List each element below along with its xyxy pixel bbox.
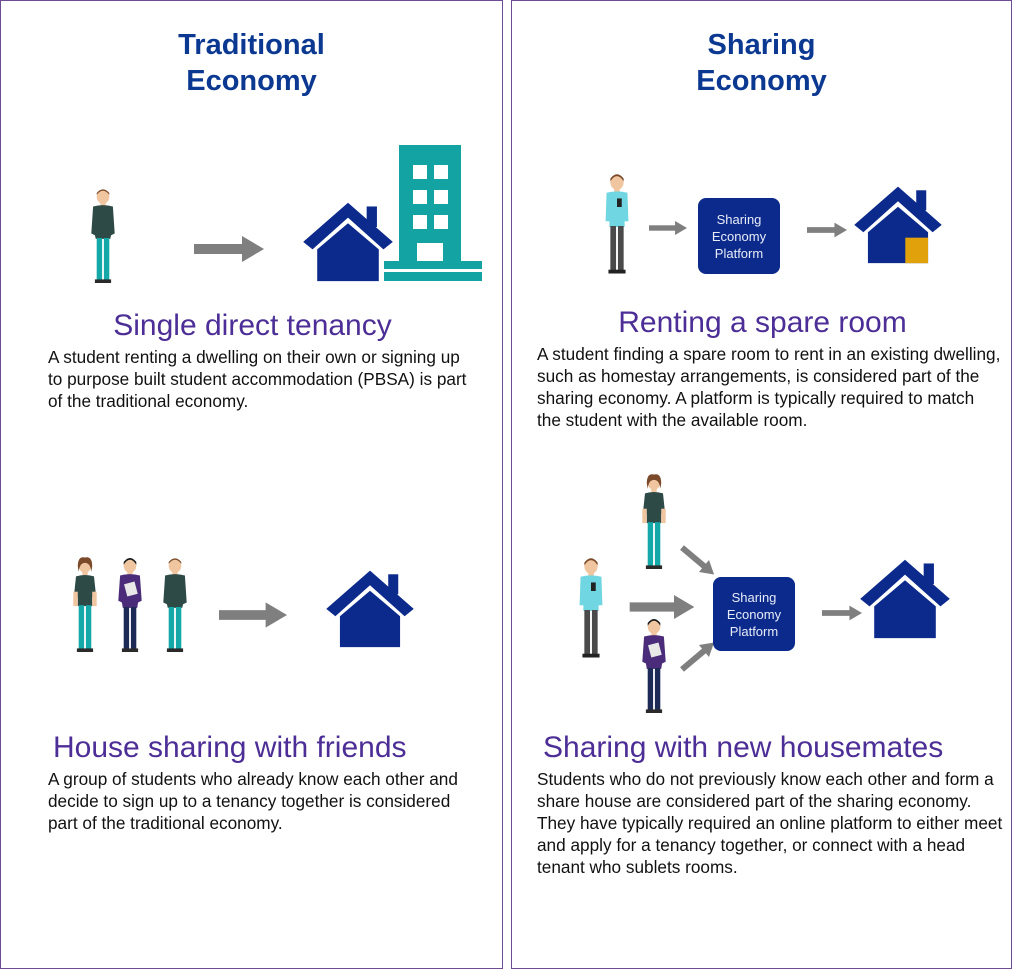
traditional-economy-panel: Traditional Economy Single direct tenanc… xyxy=(0,0,503,969)
arrow-icon xyxy=(629,595,695,619)
person-icon xyxy=(163,558,187,652)
platform-label-line-2: Economy xyxy=(726,606,782,622)
sharing-economy-platform-box: Sharing Economy Platform xyxy=(698,198,780,274)
person-icon xyxy=(642,618,666,713)
person-icon xyxy=(642,474,666,569)
section-heading-single-direct-tenancy: Single direct tenancy xyxy=(113,309,392,342)
traditional-economy-title: Traditional Economy xyxy=(1,27,502,99)
platform-label-line-2: Economy xyxy=(711,228,767,244)
arrow-icon xyxy=(194,236,264,262)
person-icon xyxy=(73,557,97,652)
section-heading-house-sharing-with-friends: House sharing with friends xyxy=(53,731,407,764)
title-line-1: Sharing xyxy=(707,29,816,61)
sharing-economy-title: Sharing Economy xyxy=(512,27,1011,99)
section-text-house-sharing-with-friends: A group of students who already know eac… xyxy=(48,769,458,833)
section-heading-sharing-with-new-housemates: Sharing with new housemates xyxy=(543,731,944,764)
apartment-building-icon xyxy=(384,145,482,281)
section-text-single-direct-tenancy: A student renting a dwelling on their ow… xyxy=(48,347,467,411)
platform-label-line-3: Platform xyxy=(729,623,779,639)
person-icon xyxy=(579,558,603,658)
arrow-icon xyxy=(676,636,720,676)
arrow-icon xyxy=(649,220,687,236)
house-icon xyxy=(860,559,950,639)
arrow-icon xyxy=(807,222,847,238)
person-icon xyxy=(91,189,115,283)
person-icon xyxy=(118,557,142,652)
section-text-sharing-with-new-housemates: Students who do not previously know each… xyxy=(537,769,1003,877)
arrow-icon xyxy=(676,541,720,581)
person-icon xyxy=(605,174,629,274)
title-line-1: Traditional xyxy=(178,29,325,61)
title-line-2: Economy xyxy=(696,65,827,97)
platform-label-line-3: Platform xyxy=(714,245,764,261)
platform-label-line-1: Sharing xyxy=(716,211,762,227)
platform-label-line-1: Sharing xyxy=(731,589,777,605)
section-heading-renting-a-spare-room: Renting a spare room xyxy=(618,306,907,339)
arrow-icon xyxy=(219,602,287,628)
house-icon xyxy=(303,202,393,282)
section-text-renting-a-spare-room: A student finding a spare room to rent i… xyxy=(537,344,1001,430)
title-line-2: Economy xyxy=(186,65,317,97)
sharing-economy-platform-box: Sharing Economy Platform xyxy=(713,577,795,651)
house-icon xyxy=(326,570,414,648)
sharing-economy-panel: Sharing Economy Sharing Economy Platform… xyxy=(511,0,1012,969)
house-with-room-icon xyxy=(854,186,942,264)
